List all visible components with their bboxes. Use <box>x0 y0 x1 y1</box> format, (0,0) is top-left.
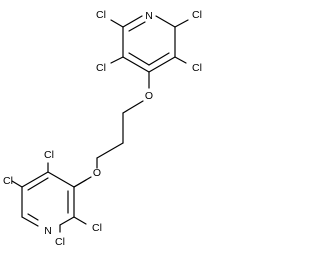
atom-n: N <box>44 225 52 237</box>
bond <box>96 142 124 159</box>
bond <box>27 213 39 221</box>
bond <box>73 179 87 188</box>
atom-cl: Cl <box>192 9 202 21</box>
bond <box>148 52 170 66</box>
atom-cl: Cl <box>3 175 13 187</box>
bond <box>47 171 75 188</box>
bond <box>110 19 124 28</box>
atom-cl: Cl <box>96 9 106 21</box>
bond <box>110 56 124 64</box>
bond <box>73 216 87 225</box>
atom-n: N <box>145 10 153 22</box>
bond <box>128 21 146 32</box>
bond <box>174 19 189 28</box>
atom-cl: Cl <box>55 236 65 248</box>
bond <box>128 52 150 66</box>
bond <box>122 15 143 28</box>
bonds <box>11 15 189 233</box>
bond <box>122 56 150 73</box>
atom-cl: Cl <box>44 149 54 161</box>
bond <box>21 171 49 188</box>
bond <box>155 15 176 28</box>
bond <box>59 216 75 226</box>
bond <box>122 100 144 114</box>
atom-o: O <box>145 90 153 102</box>
bond <box>148 56 176 73</box>
atom-cl: Cl <box>96 62 106 74</box>
structure-diagram: N Cl Cl Cl Cl O O Cl Cl Cl N Cl <box>3 9 202 248</box>
bond <box>174 56 187 64</box>
bond <box>27 177 49 191</box>
atom-cl: Cl <box>192 62 202 74</box>
atom-cl: Cl <box>92 222 102 234</box>
bond <box>21 216 39 227</box>
atom-o: O <box>93 167 101 179</box>
bond <box>11 180 23 188</box>
atom-labels: N Cl Cl Cl Cl O O Cl Cl Cl N Cl <box>3 9 202 248</box>
